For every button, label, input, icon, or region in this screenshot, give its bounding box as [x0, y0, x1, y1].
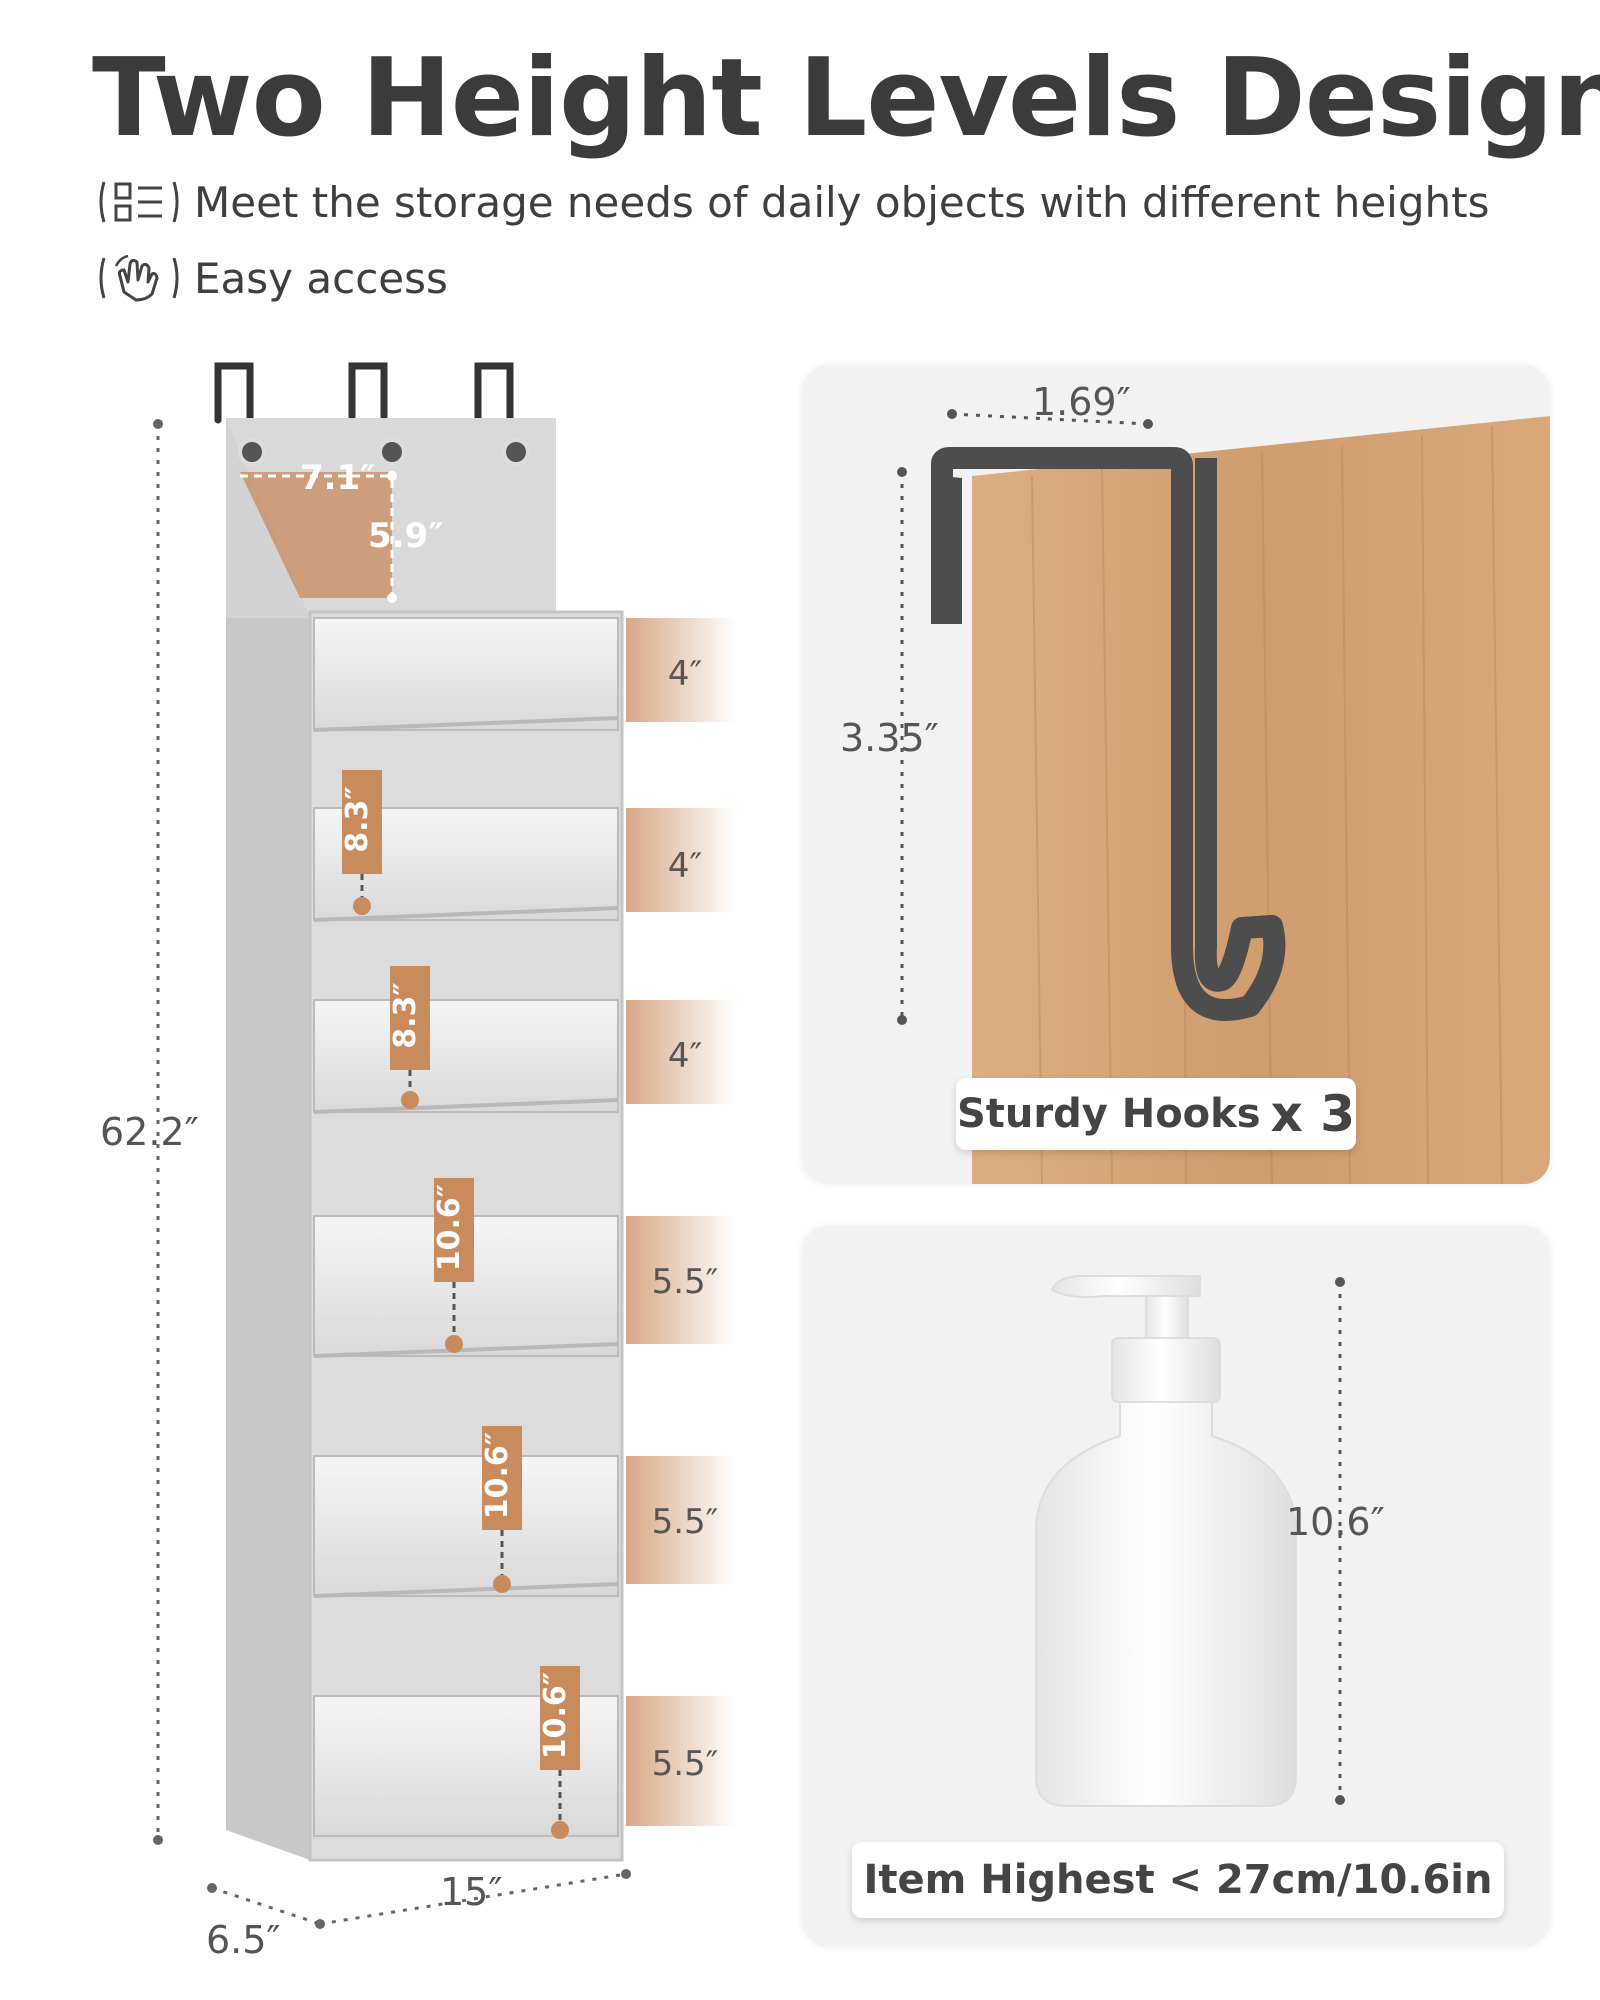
door-edge — [972, 416, 1550, 1184]
bottle-height-label: 10.6″ — [1286, 1500, 1385, 1544]
pocket-height-label: 10.6″ — [432, 1183, 468, 1272]
pocket-height-label: 8.3″ — [339, 786, 375, 853]
hook-width-label: 1.69″ — [1032, 380, 1131, 424]
page-title: Two Height Levels Design — [92, 36, 1600, 161]
badge-count: x 3 — [1270, 1085, 1356, 1143]
shelf-height-label: 5.5″ — [651, 1262, 719, 1302]
bottle-detail-panel: 10.6″ — [802, 1226, 1550, 1946]
shelf-height-label: 4″ — [667, 654, 703, 694]
feature-heights: Meet the storage needs of daily objects … — [96, 176, 1489, 228]
shelf-height-label: 4″ — [667, 846, 703, 886]
depth-label: 6.5″ — [206, 1918, 281, 1962]
sturdy-hooks-badge: Sturdy Hooks x 3 — [956, 1078, 1356, 1150]
shelf-height-label: 5.5″ — [651, 1744, 719, 1784]
organizer-illustration — [153, 362, 736, 1929]
feature-text: Easy access — [194, 253, 448, 303]
item-highest-badge: Item Highest < 27cm/10.6in — [852, 1842, 1504, 1918]
shelf-height-label: 4″ — [667, 1036, 703, 1076]
pocket-height-label: 8.3″ — [387, 982, 423, 1049]
shelf-height-markers — [626, 618, 736, 1826]
organizer-side — [226, 420, 310, 1860]
pocket-height-label: 10.6″ — [480, 1431, 516, 1520]
pocket-height-label: 10.6″ — [538, 1671, 574, 1760]
top-pocket-width-label: 7.1″ — [300, 458, 376, 498]
layout-grid-icon — [99, 181, 179, 223]
dimension-lines — [156, 424, 627, 1926]
door-hook-illustration — [897, 409, 1550, 1184]
badge-text: Sturdy Hooks — [956, 1091, 1261, 1137]
hook-icon — [214, 362, 514, 424]
feature-text: Meet the storage needs of daily objects … — [194, 177, 1490, 227]
shelf-height-label: 5.5″ — [651, 1502, 719, 1542]
pump-bottle-icon — [1035, 1275, 1297, 1807]
shelf-dividers — [313, 716, 619, 1598]
top-pocket-height-label: 5.9″ — [368, 516, 444, 556]
feature-access: Easy access — [96, 252, 448, 304]
total-height-label: 62.2″ — [100, 1110, 199, 1154]
dimension-endpoints — [153, 419, 631, 1929]
width-label: 15″ — [440, 1870, 503, 1914]
bottle-illustration — [1035, 1275, 1345, 1807]
hook-icon — [931, 447, 1286, 1021]
hook-detail-panel: 1.69″ 3.35″ — [802, 366, 1550, 1184]
top-pocket-highlight — [240, 472, 392, 598]
pocket-height-tags — [342, 770, 580, 1839]
hand-tap-icon — [99, 254, 179, 302]
grommet-icon — [238, 438, 530, 466]
hook-height-label: 3.35″ — [840, 716, 939, 760]
